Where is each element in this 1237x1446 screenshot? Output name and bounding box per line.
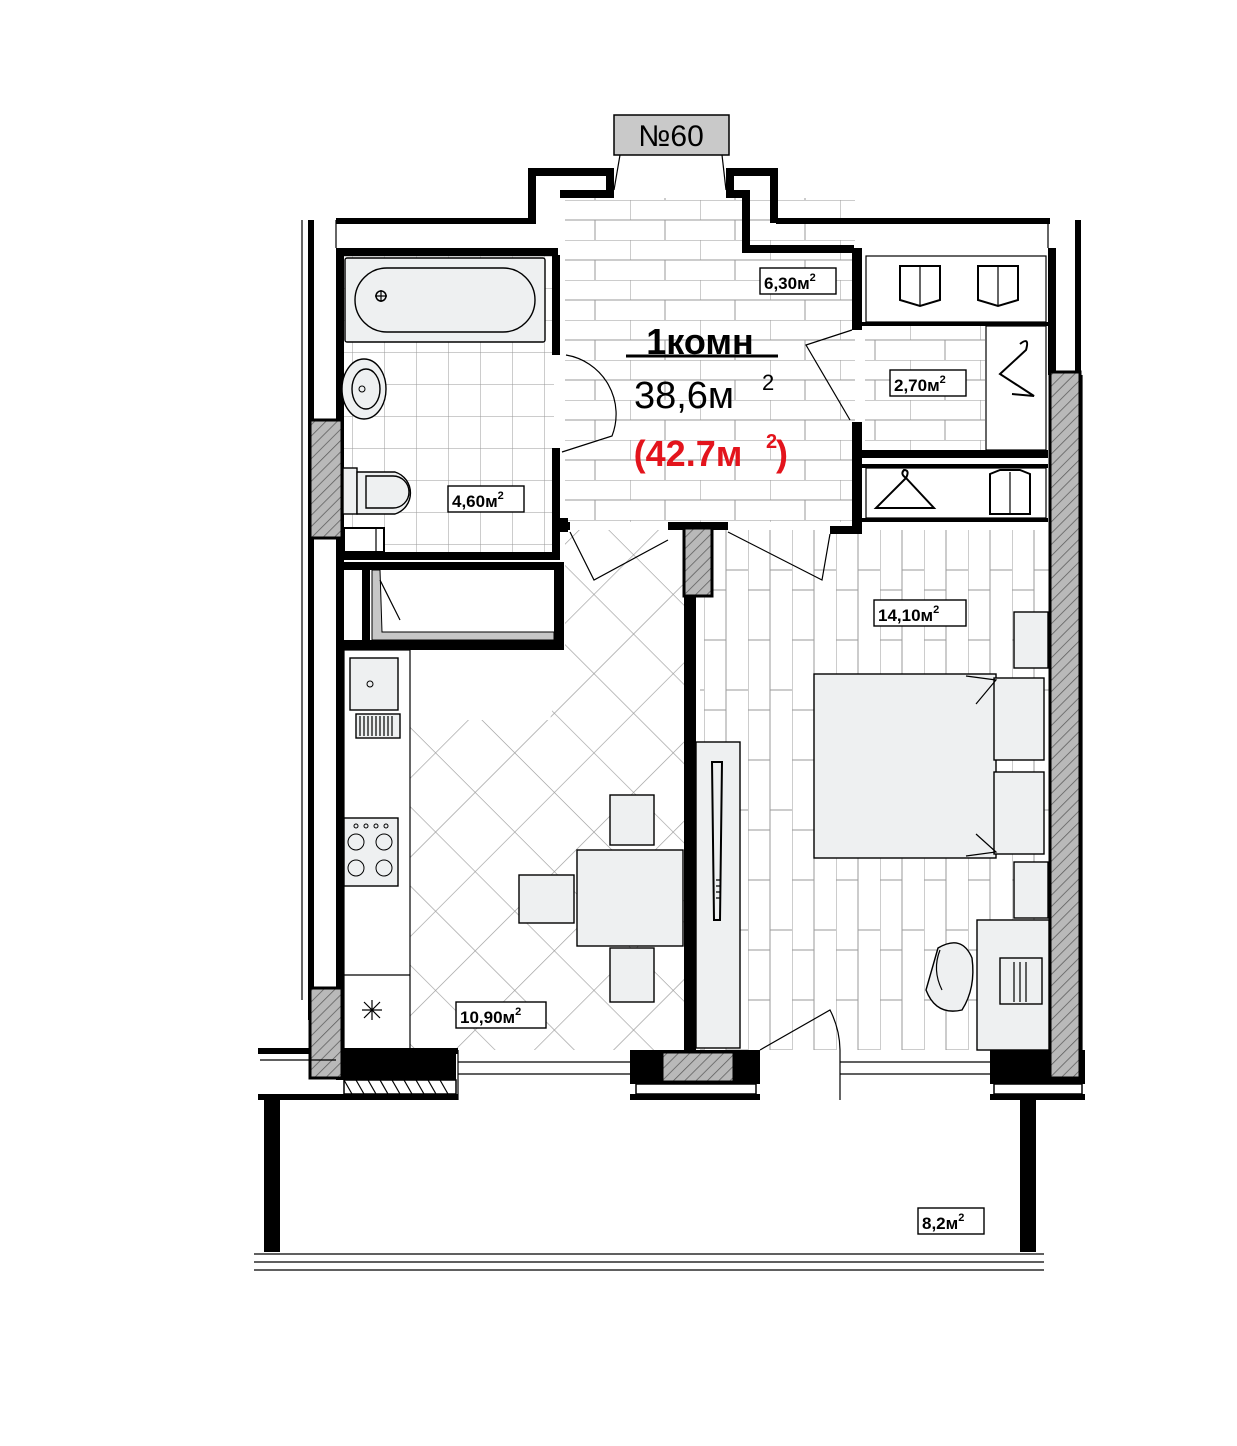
hatched-wall-left-top	[308, 418, 344, 540]
total-area: (42.7м	[634, 433, 743, 474]
hatched-wall-partition	[682, 526, 714, 598]
wardrobe-closet	[865, 255, 1047, 451]
total-area-sup: 2	[766, 431, 777, 453]
room-label-bedroom: 14,10м2	[873, 599, 967, 627]
sink	[341, 358, 387, 420]
kitchen-furniture	[343, 649, 411, 1051]
total-area-close: )	[776, 433, 788, 474]
bedroom-area: 14,10м2	[878, 604, 939, 625]
room-label-wardrobe: 2,70м2	[889, 369, 967, 397]
balcony	[254, 1253, 1044, 1271]
room-label-bathroom: 4,60м2	[447, 485, 525, 513]
insulation-strips	[260, 1050, 1083, 1100]
apartment-number-badge: №60	[613, 114, 730, 191]
shaft	[343, 527, 385, 553]
living-area: 38,6м	[634, 375, 734, 417]
storage	[372, 570, 554, 640]
hatched-wall-bottom	[660, 1050, 736, 1084]
room-label-hallway: 6,30м2	[759, 267, 837, 295]
apartment-title: 1комн 38,6м 2 (42.7м 2 )	[626, 321, 788, 474]
hallway-area: 6,30м2	[764, 272, 816, 293]
bathroom-area: 4,60м2	[452, 490, 504, 511]
storage-shade	[371, 569, 555, 641]
hanger-shelf	[865, 467, 1047, 519]
bedroom-furniture	[695, 611, 1050, 1051]
wardrobe-area: 2,70м2	[894, 374, 946, 395]
facade-lines	[301, 220, 1083, 1050]
room-label-kitchen: 10,90м2	[455, 1001, 547, 1029]
room-label-balcony: 8,2м2	[917, 1207, 985, 1235]
balcony-area: 8,2м2	[922, 1212, 964, 1233]
hatched-wall-right	[1048, 370, 1082, 1080]
toilet	[342, 467, 412, 515]
walls	[258, 168, 1085, 1252]
apartment-number: №60	[638, 120, 704, 153]
living-area-sup: 2	[762, 370, 774, 395]
hatched-wall-left-bottom	[308, 986, 344, 1080]
kitchen-area: 10,90м2	[460, 1006, 521, 1027]
dining-set	[518, 794, 684, 1003]
doors	[561, 329, 853, 1051]
bathtub	[344, 257, 546, 343]
